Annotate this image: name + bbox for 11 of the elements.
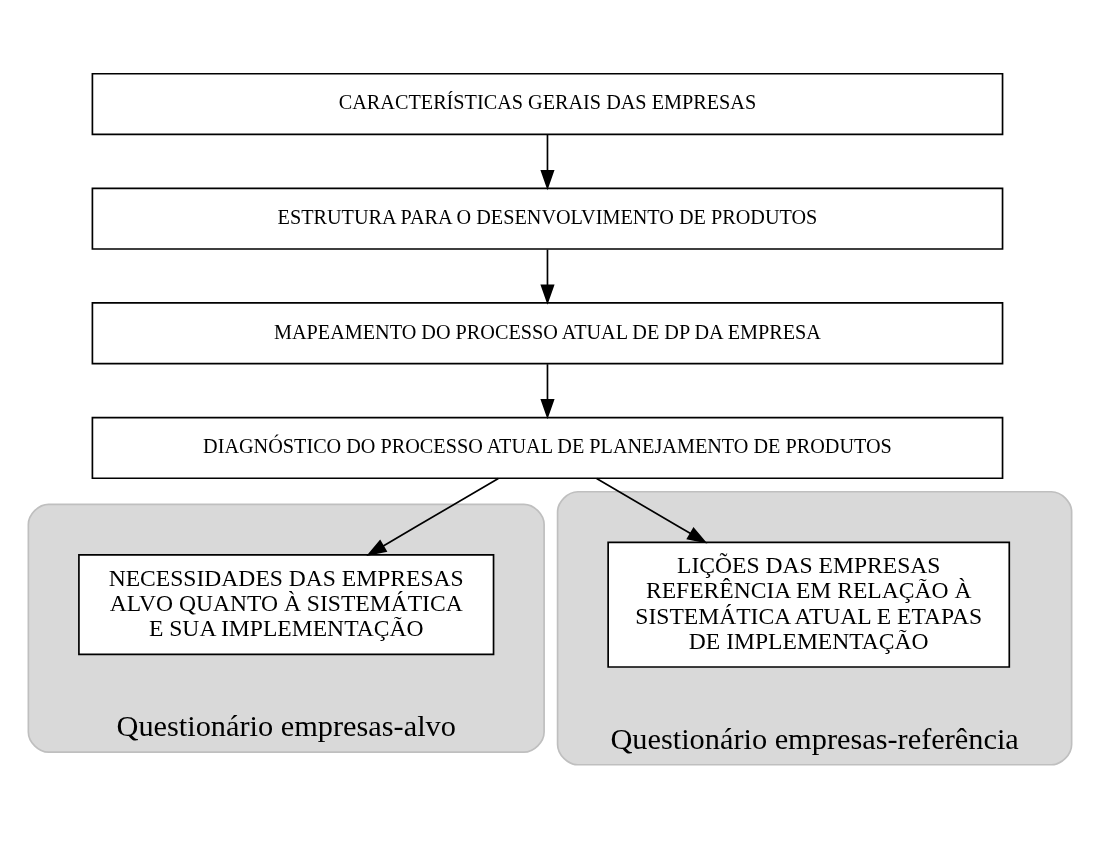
node-box: DIAGNÓSTICO DO PROCESSO ATUAL DE PLANEJAMENTO DE PRODUTOS [91, 416, 1004, 479]
node-box: LIÇÕES DAS EMPRESAS REFERÊNCIA EM RELAÇÃO À SISTEMÁTICA ATUAL E ETAPAS DE IMPLEMENTAÇÃO [607, 540, 1011, 668]
node-box: NECESSIDADES DAS EMPRESAS ALVO QUANTO À SISTEMÁTICA E SUA IMPLEMENTAÇÃO [78, 553, 495, 655]
arrow [366, 477, 500, 556]
arrow [540, 133, 555, 190]
arrow [540, 248, 555, 305]
node-box: ESTRUTURA PARA O DESENVOLVIMENTO DE PRODUTOS [91, 187, 1004, 250]
node-box: CARACTERÍSTICAS GERAIS DAS EMPRESAS [91, 72, 1004, 135]
arrow [540, 362, 555, 419]
node-box: MAPEAMENTO DO PROCESSO ATUAL DE DP DA EMPRESA [91, 301, 1004, 364]
arrow [595, 477, 708, 543]
